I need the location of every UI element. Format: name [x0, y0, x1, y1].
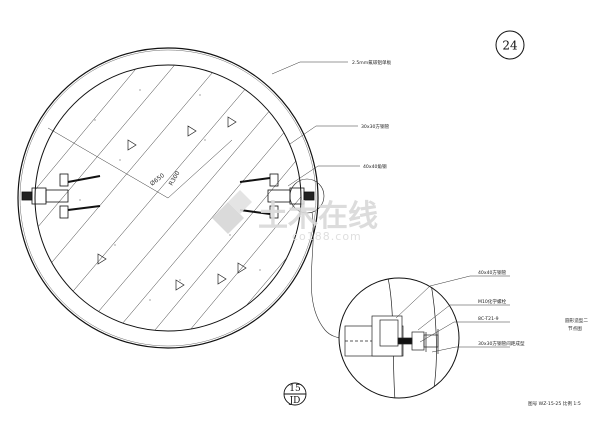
detail-index-symbol: 15 JD — [283, 382, 307, 406]
watermark: 土木在线 co188.com — [212, 190, 378, 243]
detail-index-top: 15 — [289, 384, 301, 394]
panel-hatch — [35, 65, 301, 331]
stipple-dots — [79, 89, 261, 301]
detail-leaders — [395, 275, 510, 353]
detail-leader-curve — [310, 211, 343, 339]
dimension-lines — [47, 127, 233, 199]
watermark-text: 土木在线 — [258, 199, 378, 234]
annotation-angle-steel: 40x40角钢 — [363, 163, 387, 170]
scale-note: 图号 WZ-15-25 比例 1:5 — [528, 400, 581, 407]
radius-dimension: R300 — [168, 170, 182, 187]
round-panel-plan: Ø650 R300 — [17, 47, 319, 349]
watermark-url: co188.com — [292, 230, 362, 243]
support-brackets — [21, 173, 325, 219]
annotation-square-tube: 30x30方钢管 — [361, 123, 390, 130]
side-title-line1: 圆形造型二 — [565, 317, 588, 324]
sheet-number-badge: 24 — [495, 30, 525, 60]
annotation-detail-square-tube: 40x40方钢管 — [478, 269, 507, 276]
annotation-detail-bottom: 30x30方钢管间距成型 — [478, 340, 525, 347]
triangle-markers — [97, 116, 247, 291]
annotation-outer-ring: 2.5mm氟碳铝单板 — [352, 59, 392, 66]
side-title-line2: 节点图 — [568, 326, 582, 332]
sheet-number: 24 — [502, 39, 518, 53]
annotation-detail-embed: 8C-T21-9 — [478, 316, 499, 322]
detail-index-bottom: JD — [289, 396, 301, 406]
annotation-detail-anchor: M10化学螺栓 — [478, 298, 507, 305]
enlarged-detail — [338, 277, 460, 399]
watermark-logo — [212, 190, 252, 234]
plan-annotations — [271, 61, 360, 187]
